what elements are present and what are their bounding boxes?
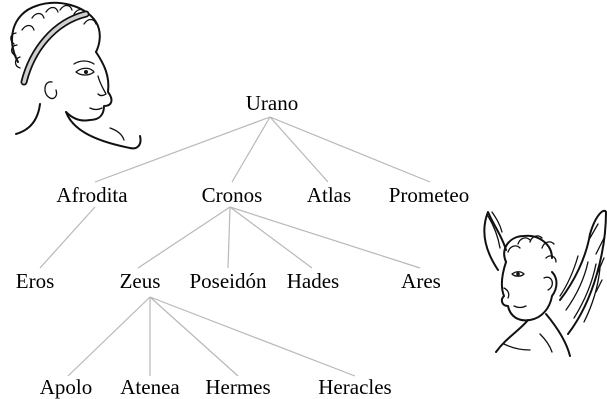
node-heracles: Heracles: [318, 375, 391, 399]
node-poseidon: Poseidón: [189, 269, 267, 293]
node-apolo: Apolo: [40, 375, 93, 399]
edge-zeus-apolo: [68, 297, 150, 376]
edge-urano-atlas: [270, 117, 328, 182]
edge-cronos-ares: [230, 207, 420, 268]
node-cronos: Cronos: [202, 183, 263, 207]
edge-urano-cronos: [232, 117, 270, 182]
node-labels: Urano Afrodita Cronos Atlas Prometeo Ero…: [16, 91, 469, 399]
node-hermes: Hermes: [205, 375, 270, 399]
edge-cronos-hades: [230, 207, 312, 268]
goddess-head-illustration: [11, 3, 141, 149]
edge-cronos-zeus: [138, 207, 230, 268]
node-hades: Hades: [287, 269, 339, 293]
edge-afrodita-eros: [40, 207, 95, 268]
node-atlas: Atlas: [307, 183, 351, 207]
node-ares: Ares: [401, 269, 441, 293]
node-urano: Urano: [246, 91, 298, 115]
node-eros: Eros: [16, 269, 55, 293]
node-zeus: Zeus: [120, 269, 161, 293]
node-prometeo: Prometeo: [389, 183, 469, 207]
node-afrodita: Afrodita: [56, 183, 128, 207]
edges: [40, 117, 430, 376]
edge-urano-afrodita: [95, 117, 270, 182]
edge-cronos-poseidon: [228, 207, 230, 268]
winged-cherub-illustration: [484, 211, 606, 356]
node-atenea: Atenea: [120, 375, 180, 399]
edge-zeus-heracles: [150, 297, 355, 376]
edge-zeus-hermes: [150, 297, 238, 376]
edge-urano-prometeo: [270, 117, 430, 182]
